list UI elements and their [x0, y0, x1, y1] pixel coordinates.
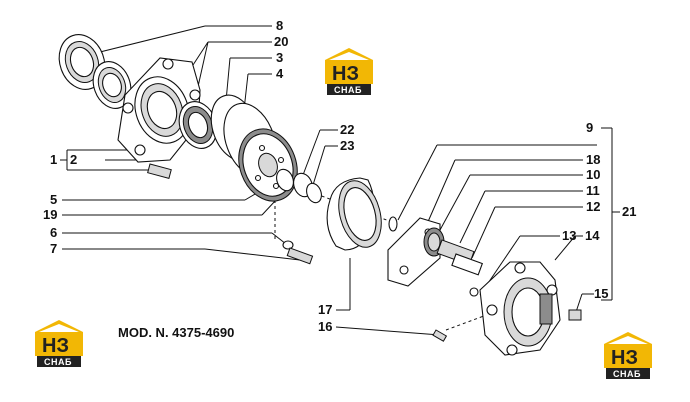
callout-1: 1 — [50, 152, 57, 167]
callout-6: 6 — [50, 225, 57, 240]
callout-labels: 8 20 3 4 1 2 5 19 6 7 22 23 17 16 9 18 1… — [43, 18, 636, 334]
washer-part-6 — [282, 240, 294, 250]
hub-assembly — [58, 34, 382, 265]
callout-4: 4 — [276, 66, 284, 81]
callout-15: 15 — [594, 286, 608, 301]
logo-subtitle: СНАБ — [44, 357, 72, 367]
callout-3: 3 — [276, 50, 283, 65]
logo-letters: НЗ — [332, 63, 359, 85]
shaft-part-12 — [451, 253, 484, 276]
callout-11: 11 — [586, 183, 600, 198]
drain-plug-part-15 — [568, 309, 582, 321]
callout-18: 18 — [586, 152, 600, 167]
stud-bolt-part-2 — [147, 163, 172, 179]
brand-logo-bottom-right: НЗ СНАБ — [604, 332, 652, 379]
ring-part-23 — [306, 182, 322, 204]
bearing-part-20b — [178, 101, 218, 149]
callout-20: 20 — [274, 34, 288, 49]
callout-21: 21 — [622, 204, 636, 219]
brand-logo-top: НЗ СНАБ — [325, 48, 373, 95]
callout-19: 19 — [43, 207, 57, 222]
final-drive-housing-part-14 — [479, 261, 561, 356]
callout-10: 10 — [586, 167, 600, 182]
callout-23: 23 — [340, 138, 354, 153]
callout-14: 14 — [585, 228, 600, 243]
bolt-part-7 — [286, 247, 314, 265]
circlip-part-19 — [276, 168, 294, 192]
logo-subtitle: СНАБ — [613, 369, 641, 379]
brand-logo-bottom-left: НЗ СНАБ — [35, 320, 83, 367]
logo-subtitle: СНАБ — [334, 85, 362, 95]
final-drive-assembly — [387, 216, 582, 356]
wheel-hub-housing — [117, 57, 201, 163]
callout-5: 5 — [50, 192, 57, 207]
callout-22: 22 — [340, 122, 354, 137]
callout-7: 7 — [50, 241, 57, 256]
callout-12: 12 — [586, 199, 600, 214]
leader-lines — [60, 25, 620, 336]
thrust-washer-part-9 — [388, 216, 398, 232]
callout-9: 9 — [586, 120, 593, 135]
ring-gear-part-17 — [326, 177, 382, 251]
callout-13: 13 — [562, 228, 576, 243]
logo-letters: НЗ — [42, 335, 69, 357]
model-number-caption: MOD. N. 4375-4690 — [118, 325, 234, 340]
callout-2: 2 — [70, 152, 77, 167]
pin-part-16 — [432, 329, 448, 342]
callout-16: 16 — [318, 319, 332, 334]
bearing-part-20a — [92, 61, 132, 109]
callout-17: 17 — [318, 302, 332, 317]
logo-letters: НЗ — [611, 347, 638, 369]
callout-8: 8 — [276, 18, 283, 33]
